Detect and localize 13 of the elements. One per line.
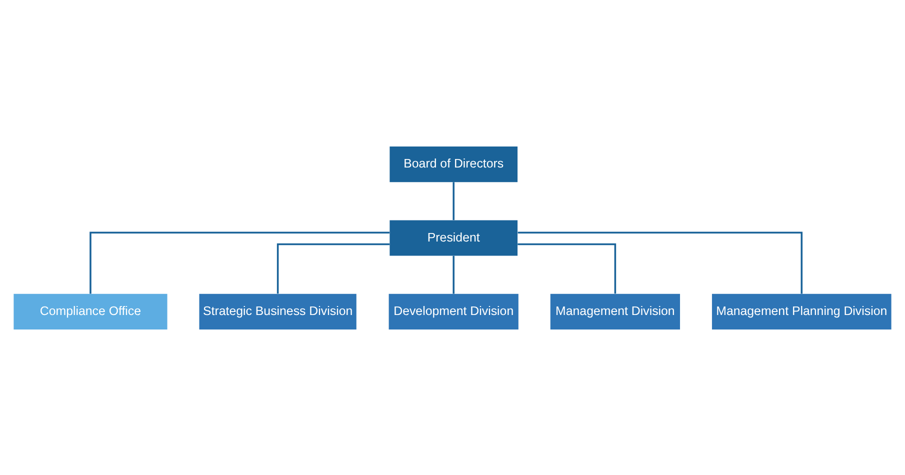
node-box: Management Planning Division: [712, 293, 892, 329]
connector: [90, 231, 390, 294]
connector: [518, 231, 803, 294]
connector: [518, 242, 616, 294]
node-box: Strategic Business Division: [199, 293, 356, 329]
node-box: Board of Directors: [390, 146, 518, 182]
connector: [452, 182, 454, 220]
node-box: Management Division: [550, 293, 680, 329]
connector: [452, 255, 454, 294]
connector: [276, 242, 390, 294]
node-box: President: [390, 220, 518, 256]
node-box: Development Division: [388, 293, 518, 329]
node-box: Compliance Office: [14, 293, 168, 329]
